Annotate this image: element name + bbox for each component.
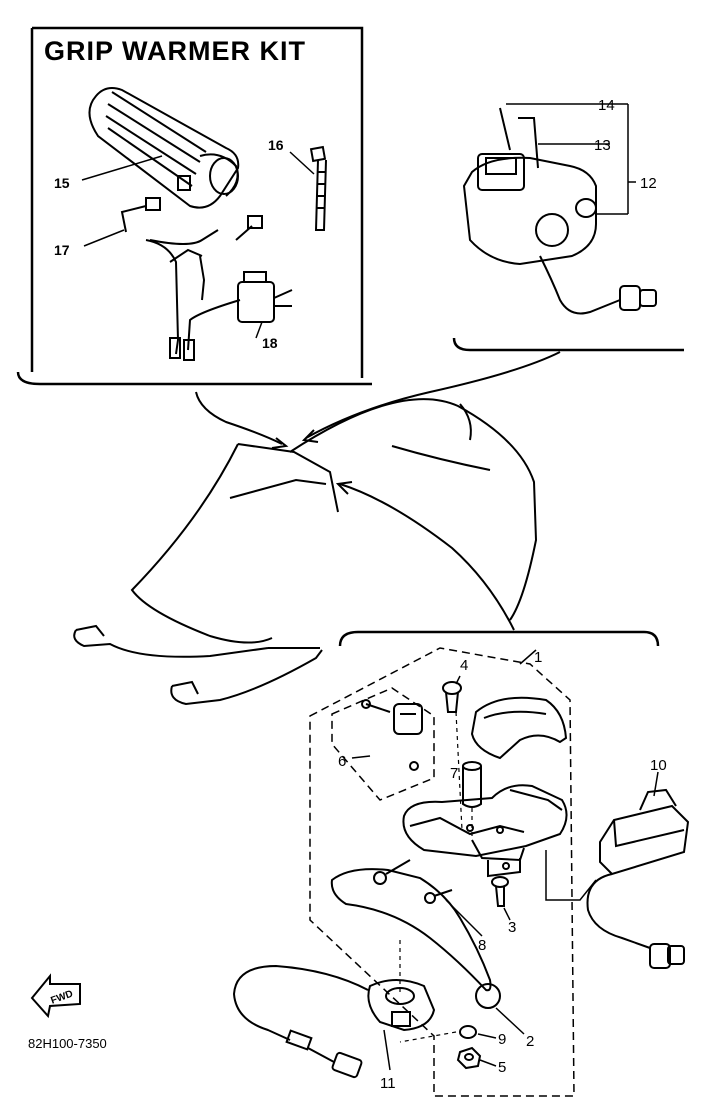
throttle-lever-part-2 [330,859,501,1009]
label-1: 1 [534,649,542,666]
label-18: 18 [262,335,278,351]
label-2: 2 [526,1033,534,1050]
label-17: 17 [54,242,70,258]
housing-callout-bracket [452,337,684,352]
label-3: 3 [508,919,516,936]
throttle-cover [470,696,568,760]
leader-5 [479,1059,497,1067]
label-13: 13 [594,137,611,154]
label-9: 9 [498,1031,506,1048]
sensor-link-line [545,850,597,901]
label-11: 11 [380,1075,396,1092]
label-4: 4 [460,657,468,674]
switch-harness-part-18 [145,229,293,361]
leader-18 [255,321,263,339]
kit-title: GRIP WARMER KIT [44,36,306,66]
throttle-assembly-outline [309,647,575,1097]
label-15: 15 [54,175,70,191]
label-8: 8 [478,937,486,954]
throttle-callout-bracket [338,630,660,647]
heated-grip-part-15 [88,87,240,209]
leader-17 [83,229,125,247]
bolt-set-part-6 [361,699,423,771]
leader-6 [351,755,371,759]
collar-part-7 [462,761,482,808]
leader-1 [519,649,537,665]
washer-part-9 [459,1025,477,1039]
reference-code: 82H100-7350 [28,1036,107,1051]
grip-warmer-kit-panel [16,26,372,386]
throttle-housing-part-12 [462,107,657,315]
leader-15 [81,155,163,181]
snowmobile-body [73,398,538,706]
screw-part-8 [424,889,453,904]
leader-9 [477,1033,497,1039]
throttle-sensor-part-11 [232,964,436,1079]
label-12: 12 [640,175,657,192]
nut-part-5 [456,1046,482,1070]
lever-bracket [402,784,568,878]
cable-tie-part-16 [309,145,327,231]
label-10: 10 [650,757,667,774]
switch-unit-part-10 [586,788,690,969]
assembly-arrows [195,351,561,631]
label-14: 14 [598,97,615,114]
leader-2 [495,1007,525,1035]
fwd-arrow-icon: FWD [30,973,81,1019]
label-16: 16 [268,137,284,153]
screw-part-3 [491,876,509,907]
leader-16 [289,151,315,175]
label-6: 6 [338,753,346,770]
leader-10 [653,771,659,797]
ref-bracket-12-14 [506,103,636,215]
bolt-part-4 [442,681,462,713]
leader-11 [383,1029,391,1071]
leader-3 [503,907,511,921]
connector-part-17 [120,197,263,241]
leader-4 [455,675,461,685]
assembly-guide-lines [399,711,473,1043]
label-7: 7 [450,765,458,782]
label-5: 5 [498,1059,506,1076]
